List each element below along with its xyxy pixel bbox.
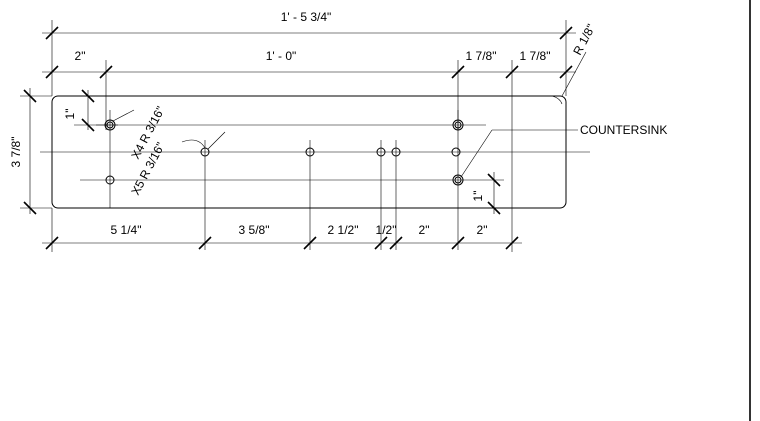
hole	[305, 147, 315, 157]
top-dim-right-b: 1 7/8"	[520, 49, 551, 63]
countersink-label: COUNTERSINK	[580, 123, 667, 137]
hole	[451, 147, 461, 157]
hole	[452, 174, 464, 186]
bottom-segment-dimensions: 5 1/4" 3 5/8" 2 1/2" 1/2" 2" 2"	[42, 208, 522, 252]
corner-radius-label: R 1/8"	[570, 22, 598, 58]
centerlines	[40, 110, 590, 250]
bottom-dim-3: 2 1/2"	[328, 223, 359, 237]
overall-width-dimension: 1' - 5 3/4"	[42, 10, 576, 96]
countersink-callout: COUNTERSINK	[460, 123, 667, 178]
hole	[376, 147, 386, 157]
top-segment-dimensions: 2" 1' - 0" 1 7/8" 1 7/8"	[42, 49, 576, 208]
hole-offset-right-label: 1"	[471, 191, 485, 202]
bottom-dim-4: 1/2"	[376, 223, 397, 237]
hole	[105, 175, 115, 185]
top-dim-middle-span: 1' - 0"	[266, 49, 297, 63]
height-label: 3 7/8"	[9, 137, 23, 168]
height-dimension: 3 7/8"	[9, 88, 52, 215]
overall-width-label: 1' - 5 3/4"	[281, 10, 332, 24]
bottom-dim-5: 2"	[419, 223, 430, 237]
hole	[452, 119, 464, 131]
hole	[454, 176, 462, 184]
hole	[106, 121, 114, 129]
top-dim-right-a: 1 7/8"	[466, 49, 497, 63]
bottom-dim-6: 2"	[477, 223, 488, 237]
bottom-dim-2: 3 5/8"	[239, 223, 270, 237]
hole	[104, 119, 116, 131]
hole-offset-right-dimension: 1"	[471, 172, 501, 215]
bottom-dim-1: 5 1/4"	[111, 223, 142, 237]
hole-offset-left-label: 1"	[63, 109, 77, 120]
hole	[454, 121, 462, 129]
hole	[391, 147, 401, 157]
top-dim-left-offset: 2"	[75, 49, 86, 63]
corner-radius-callout: R 1/8"	[551, 22, 598, 105]
